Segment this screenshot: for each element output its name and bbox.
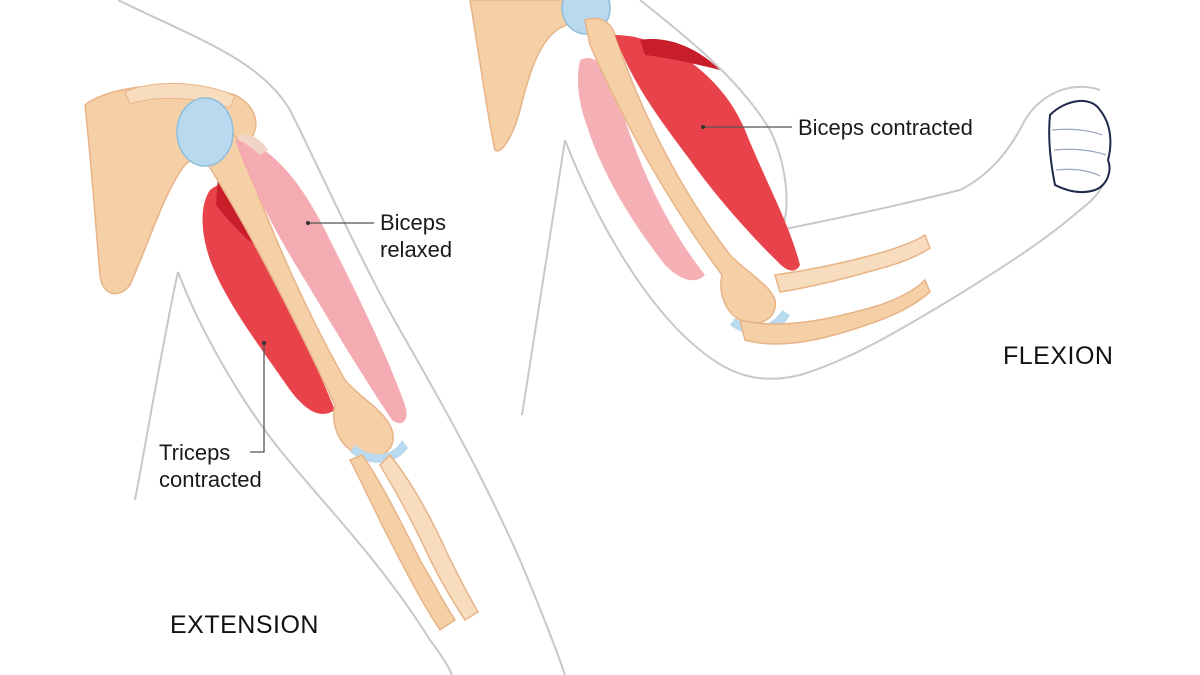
extension-ulna: [348, 454, 457, 632]
extension-biceps-tendon: [238, 134, 268, 155]
label-biceps-relaxed: Biceps relaxed: [380, 209, 452, 263]
leader-dot-biceps-contracted: [701, 125, 705, 129]
extension-arm: [84, 0, 566, 675]
fist-icon: [1048, 99, 1112, 194]
label-triceps-line1: Triceps: [159, 440, 231, 465]
extension-humeral-head: [176, 97, 234, 167]
flexion-triceps: [577, 58, 705, 281]
extension-radius: [379, 453, 480, 622]
leader-lines: [250, 125, 792, 453]
extension-biceps: [235, 140, 407, 424]
extension-elbow-cartilage: [350, 440, 408, 463]
flexion-biceps: [615, 35, 800, 271]
extension-arm-skin-outline-inner: [177, 271, 453, 675]
flexion-radius: [774, 233, 931, 293]
flexion-arm-skin-outline: [639, 0, 1101, 232]
extension-torso-outline: [134, 271, 179, 501]
label-triceps-line2: contracted: [159, 467, 262, 492]
flexion-arm-skin-lower: [564, 139, 1108, 380]
label-triceps-contracted: Triceps contracted: [159, 439, 262, 493]
caption-extension: EXTENSION: [170, 611, 319, 639]
label-biceps-relaxed-line1: Biceps: [380, 210, 447, 235]
leader-dot-biceps-relaxed: [306, 221, 310, 225]
label-biceps-contracted: Biceps contracted: [798, 115, 973, 140]
flexion-humerus: [584, 17, 776, 324]
flexion-biceps-dark: [640, 39, 720, 70]
leader-triceps-contracted: [250, 343, 265, 453]
flexion-scapula: [469, 0, 582, 152]
extension-arm-skin-outline: [117, 0, 566, 675]
flexion-arm: [469, 0, 1112, 416]
extension-triceps: [202, 183, 335, 414]
flexion-torso-outline: [521, 139, 566, 416]
flexion-ulna: [738, 278, 931, 345]
leader-dot-triceps: [262, 341, 266, 345]
caption-flexion: FLEXION: [1003, 342, 1114, 370]
label-biceps-relaxed-line2: relaxed: [380, 237, 453, 262]
